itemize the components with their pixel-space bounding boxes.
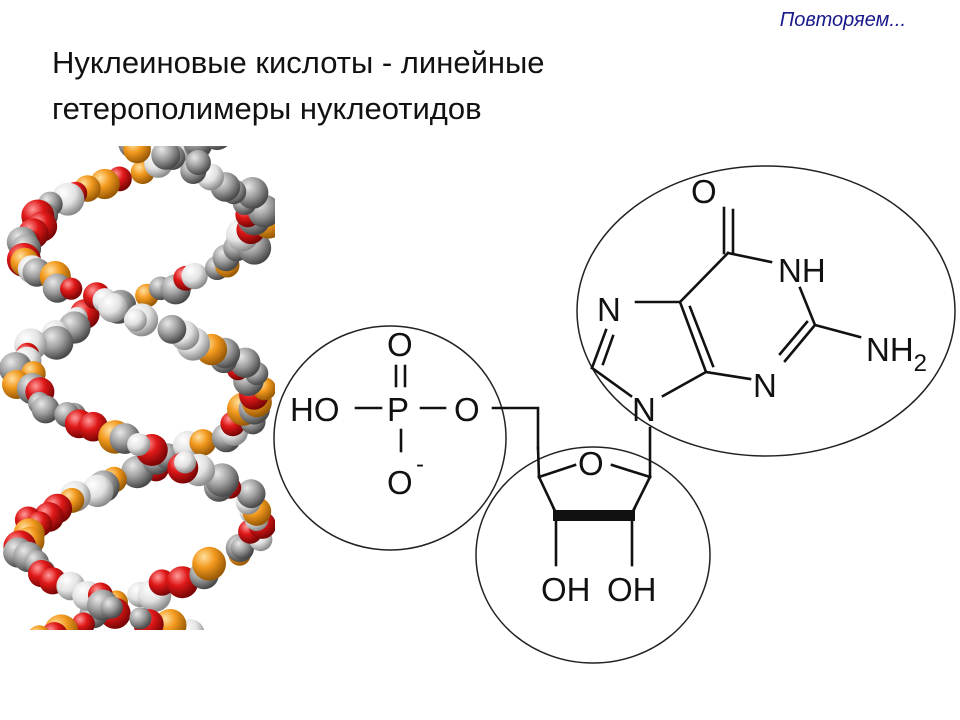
- dna-atom: [60, 277, 83, 300]
- dna-atom: [185, 149, 211, 176]
- dna-atom: [123, 308, 147, 332]
- bridge-oxygen: O: [454, 391, 480, 428]
- phosphate-ho: HO: [290, 391, 340, 428]
- amino-subscript: 2: [914, 350, 927, 377]
- base-amino-group: NH2: [866, 331, 927, 377]
- dna-atom: [123, 146, 151, 164]
- dna-atom: [236, 177, 269, 209]
- base-group-circle: [576, 165, 956, 457]
- dna-atom: [129, 607, 152, 630]
- glycosidic-nitrogen: N: [632, 391, 656, 428]
- dna-atom: [236, 479, 266, 509]
- dna-atom: [98, 293, 128, 323]
- dna-atom: [189, 429, 216, 456]
- dna-atom: [100, 596, 123, 619]
- sugar-group-circle: [475, 446, 711, 664]
- slide-note: Повторяем...: [779, 9, 906, 31]
- imidazole-nitrogen: N: [597, 291, 621, 328]
- ribose-oh-left: OH: [541, 571, 591, 608]
- dna-space-filling-model: [0, 146, 275, 630]
- title-line-1: Нуклеиновые кислоты - линейные: [52, 45, 545, 80]
- title-line-2: гетерополимеры нуклеотидов: [52, 91, 482, 126]
- amino-nh: NH: [866, 331, 914, 368]
- dna-atoms: [0, 146, 275, 630]
- pyrimidine-nitrogen: N: [753, 367, 777, 404]
- phosphate-oxygen-top: O: [387, 326, 413, 363]
- slide-title: Нуклеиновые кислоты - линейные гетеропол…: [52, 40, 752, 132]
- ribose-oh-right: OH: [607, 571, 657, 608]
- dna-atom: [206, 146, 228, 151]
- dna-atom: [157, 314, 187, 344]
- ribose-ring-oxygen: O: [578, 445, 604, 482]
- base-nh: NH: [778, 252, 826, 289]
- dna-atom: [39, 325, 74, 360]
- dna-atom: [31, 395, 60, 424]
- dna-atom: [181, 262, 208, 290]
- dna-atom: [42, 622, 67, 630]
- dna-atom: [174, 451, 197, 474]
- dna-atom: [71, 612, 95, 630]
- dna-atom: [127, 433, 151, 456]
- dna-atom: [29, 625, 49, 630]
- phosphate-charge: -: [416, 451, 424, 478]
- phosphorus-atom: P: [387, 391, 409, 428]
- dna-atom: [192, 546, 227, 581]
- dna-atom: [151, 146, 181, 170]
- phosphate-group-circle: [273, 325, 507, 551]
- carbonyl-oxygen: O: [691, 173, 717, 210]
- phosphate-o-minus: O: [387, 464, 413, 501]
